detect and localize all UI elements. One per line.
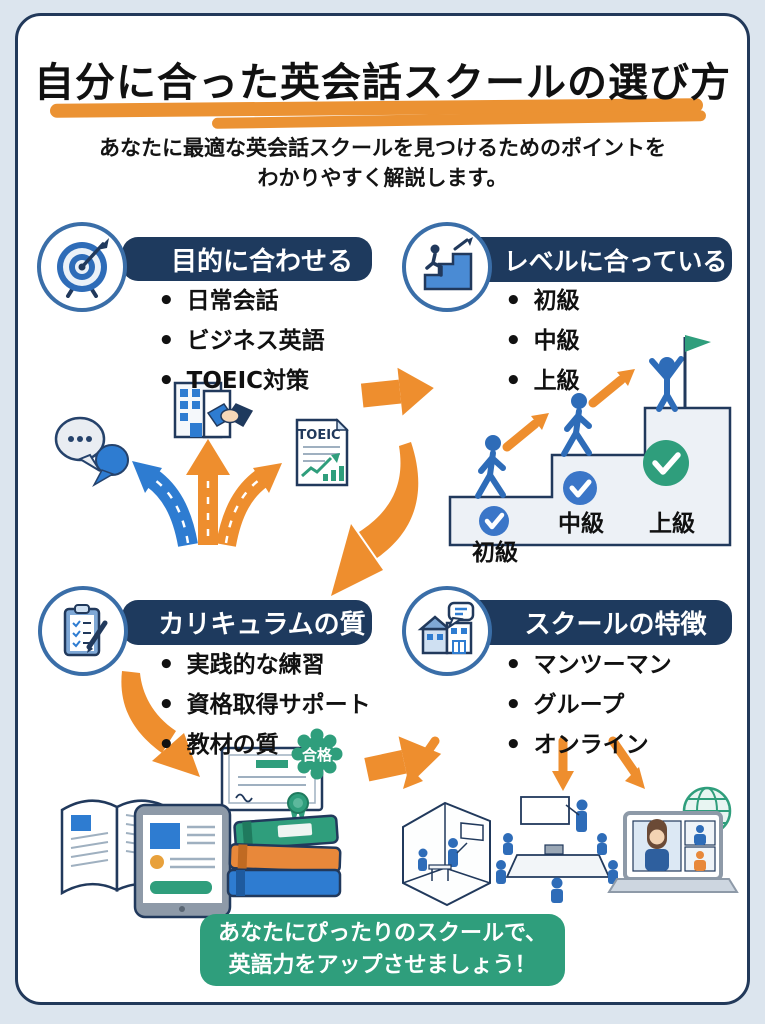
list-item: オンライン bbox=[505, 730, 672, 761]
school-building-icon bbox=[402, 586, 492, 676]
one-on-one-classroom-icon bbox=[402, 801, 491, 907]
tablet-icon bbox=[133, 803, 232, 919]
celebrating-person-icon bbox=[649, 356, 684, 412]
features-illustration bbox=[402, 736, 739, 907]
footer-line1: あなたにぴったりのスクールで、 bbox=[217, 921, 548, 947]
target-icon bbox=[37, 222, 127, 312]
list-item: 上級 bbox=[505, 366, 580, 397]
arrow-right-icon bbox=[360, 367, 434, 416]
walking-person-icon bbox=[561, 393, 592, 457]
stairs-up-icon bbox=[423, 237, 473, 291]
section-level-title: レベルに合っている bbox=[503, 246, 728, 276]
section-features-header: スクールの特徴 bbox=[455, 600, 732, 645]
stairs-icon bbox=[402, 222, 492, 312]
walking-person-icon bbox=[475, 435, 506, 499]
features-bullet-list: マンツーマン グループ オンライン bbox=[505, 650, 672, 771]
list-item: ビジネス英語 bbox=[158, 326, 325, 357]
clipboard-icon bbox=[38, 586, 128, 676]
page-title: 自分に合った英会話スクールの選び方 bbox=[34, 60, 731, 106]
level-staircase-illustration: 初級 中級 上級 bbox=[448, 335, 732, 566]
dartboard-icon bbox=[57, 238, 109, 298]
level-bullet-list: 初級 中級 上級 bbox=[505, 286, 580, 407]
list-item: 日常会話 bbox=[158, 286, 325, 317]
online-lesson-icon bbox=[607, 786, 739, 893]
purpose-bullet-list: 日常会話 ビジネス英語 TOEIC対策 bbox=[158, 286, 325, 407]
list-item: 教材の質 bbox=[158, 730, 371, 761]
section-level-header: レベルに合っている bbox=[455, 237, 732, 282]
section-features-title: スクールの特徴 bbox=[524, 610, 707, 640]
handshake-icon bbox=[206, 403, 254, 428]
group-class-icon bbox=[496, 796, 618, 903]
footer-banner: あなたにぴったりのスクールで、 英語力をアップさせましょう！ bbox=[200, 914, 565, 986]
up-arrow-icon bbox=[502, 369, 635, 452]
list-item: グループ bbox=[505, 690, 672, 721]
section-curriculum-header: カリキュラムの質 bbox=[122, 600, 372, 645]
list-item: 実践的な練習 bbox=[158, 650, 371, 681]
list-item: TOEIC対策 bbox=[158, 366, 325, 397]
stair-label-beginner: 初級 bbox=[472, 539, 518, 566]
curriculum-illustration: 合格 bbox=[60, 728, 343, 919]
stair-label-advanced: 上級 bbox=[649, 510, 695, 537]
section-purpose-header: 目的に合わせる bbox=[122, 237, 372, 281]
toeic-label: TOEIC bbox=[297, 428, 340, 443]
stair-label-intermediate: 中級 bbox=[558, 510, 604, 537]
toeic-document-icon: TOEIC bbox=[295, 418, 349, 487]
branching-arrows-icon bbox=[132, 439, 282, 547]
section-purpose-title: 目的に合わせる bbox=[170, 246, 353, 277]
checkmark-icon bbox=[479, 506, 509, 536]
certificate-icon bbox=[220, 746, 324, 825]
curved-arrow-down-left-icon bbox=[331, 442, 419, 596]
subtitle-line1: あなたに最適な英会話スクールを見つけるためのポイントを bbox=[99, 136, 666, 160]
book-stack-icon bbox=[226, 814, 342, 898]
flag-icon bbox=[683, 335, 711, 409]
school-with-bubble-icon bbox=[417, 601, 475, 655]
checkmark-icon bbox=[643, 440, 689, 486]
checklist-clipboard-icon bbox=[63, 604, 108, 657]
list-item: 資格取得サポート bbox=[158, 690, 371, 721]
purpose-illustration: TOEIC bbox=[54, 381, 349, 547]
checkmark-icon bbox=[563, 471, 597, 505]
speech-bubbles-icon bbox=[54, 416, 129, 487]
list-item: マンツーマン bbox=[505, 650, 672, 681]
list-item: 初級 bbox=[505, 286, 580, 317]
curriculum-bullet-list: 実践的な練習 資格取得サポート 教材の質 bbox=[158, 650, 371, 771]
footer-line2: 英語力をアップさせましょう！ bbox=[228, 953, 537, 978]
section-curriculum-title: カリキュラムの質 bbox=[158, 610, 366, 640]
subtitle-line2: わかりやすく解説します。 bbox=[257, 166, 508, 190]
list-item: 中級 bbox=[505, 326, 580, 357]
